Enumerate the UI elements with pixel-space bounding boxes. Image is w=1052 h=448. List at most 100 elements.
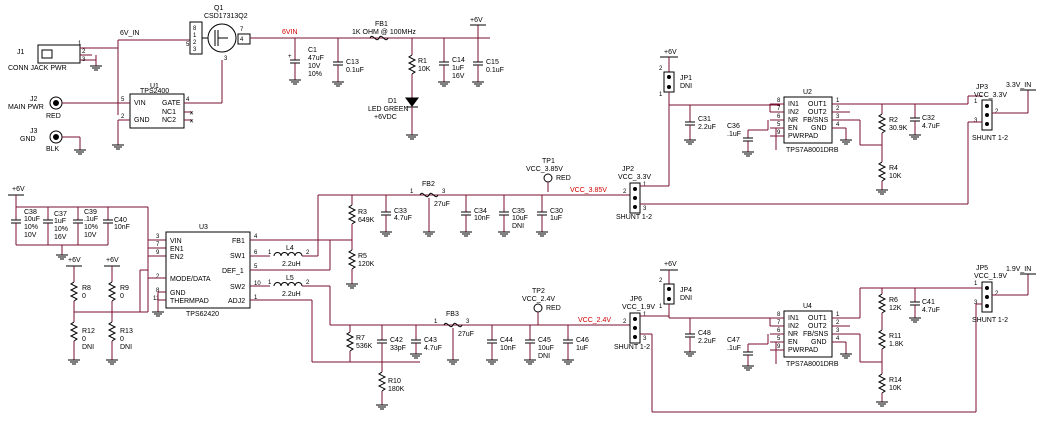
u3-sw2: SW2: [230, 284, 245, 291]
j1-ref: J1: [17, 49, 25, 56]
u3-sw1: SW1: [230, 253, 245, 260]
c15-capacitor: C15 0.1uF: [471, 38, 504, 87]
svg-text:✕: ✕: [189, 119, 194, 125]
c38-value: 10uF: [24, 216, 40, 223]
c35-ref: C35: [512, 208, 525, 215]
jp5-ref: JP5: [976, 265, 988, 272]
u1-pin-nc1: NC1: [162, 109, 176, 116]
l5-value: 2.2uH: [282, 291, 301, 298]
c43-capacitor: C43 4.7uF: [409, 325, 442, 359]
u3-adj2: ADJ2: [228, 298, 245, 305]
u1-pin-gate: GATE: [162, 100, 181, 107]
svg-text:8: 8: [156, 288, 160, 294]
c1-voltage: 10V: [308, 63, 321, 70]
svg-text:4: 4: [240, 37, 244, 43]
r10-ref: R10: [388, 378, 401, 385]
svg-text:2: 2: [659, 278, 663, 284]
u4-nr: NR: [788, 331, 798, 338]
jp1-ref: JP1: [680, 75, 692, 82]
svg-text:3: 3: [156, 234, 160, 240]
c30-ref: C30: [550, 208, 563, 215]
r4-value: 10K: [889, 173, 902, 180]
u1-pin-gnd: GND: [134, 117, 150, 124]
c34-capacitor: C34 10nF: [459, 195, 490, 237]
r7-r10-divider: R7 536K R10 180K: [346, 325, 405, 410]
svg-text:7: 7: [240, 27, 244, 33]
r1-d1-led: R1 10K D1 LED GREEN +6VDC: [368, 38, 431, 140]
svg-text:1: 1: [434, 319, 438, 325]
svg-text:1: 1: [410, 189, 414, 195]
r2-r4-divider: R2 30.9K R4 10K: [846, 104, 908, 195]
c39-voltage: 10V: [84, 232, 97, 239]
jp6-ref: JP6: [630, 296, 642, 303]
p6v-top: +6V: [470, 17, 486, 38]
c31-value: 2.2uF: [698, 124, 716, 131]
c32-value: 4.7uF: [922, 123, 940, 130]
u1-part: TPS2400: [140, 88, 169, 95]
j2-ref: J2: [30, 96, 38, 103]
l4-ref: L4: [286, 245, 294, 252]
svg-text:5: 5: [254, 264, 258, 270]
u1-ref: U1: [150, 83, 159, 90]
svg-text:2: 2: [121, 114, 125, 120]
c47-value: .1uF: [727, 345, 741, 352]
c14-voltage: 16V: [452, 73, 465, 80]
r9-r13: +6V R9 0 R13 0 DNI: [104, 257, 141, 365]
c48-capacitor: C48 2.2uF: [683, 318, 716, 357]
u2-en: EN: [788, 125, 798, 132]
r9-ref: R9: [120, 285, 129, 292]
c14-capacitor: C14 1uF 16V: [437, 38, 465, 87]
svg-text:9: 9: [777, 130, 781, 136]
svg-text:3: 3: [466, 319, 470, 325]
svg-text:2: 2: [995, 291, 999, 297]
c35-capacitor: C35 10uF DNI: [497, 195, 528, 237]
c13-value: 0.1uF: [346, 67, 364, 74]
u3-en1: EN1: [170, 246, 184, 253]
u1-pin-nc2: NC2: [162, 117, 176, 124]
c33-capacitor: C33 4.7uF: [379, 195, 412, 237]
r8-p6v: +6V: [68, 257, 81, 264]
svg-text:4: 4: [254, 234, 258, 240]
u3-gnd: GND: [170, 290, 186, 297]
u3-mode: MODE/DATA: [170, 276, 211, 283]
j2-main-pwr-terminal: J2 MAIN PWR RED: [8, 96, 118, 120]
u3-part: TPS62420: [186, 311, 219, 318]
c13-ref: C13: [346, 59, 359, 66]
jp5-value: SHUNT 1-2: [972, 317, 1008, 324]
u2-in1: IN1: [788, 101, 799, 108]
r13-dni: DNI: [120, 344, 132, 351]
svg-text:7: 7: [777, 320, 781, 326]
jp2-ref: JP2: [622, 166, 634, 173]
svg-text:9: 9: [156, 250, 160, 256]
j2-color: RED: [46, 113, 61, 120]
c38-voltage: 10V: [24, 232, 37, 239]
u2-ref: U2: [803, 89, 812, 96]
net-1v9-in: 1.9V_IN: [1006, 266, 1031, 273]
c15-value: 0.1uF: [486, 67, 504, 74]
u1-pin-vin: VIN: [134, 100, 146, 107]
u4-part: TPS7A8001DRB: [786, 361, 839, 368]
r9-p6v: +6V: [106, 257, 119, 264]
svg-text:1: 1: [836, 98, 840, 104]
r4-ref: R4: [889, 165, 898, 172]
svg-text:6: 6: [777, 114, 781, 120]
r6-r11-r14-divider: R6 12K R11 1.8K R14 10K: [846, 288, 904, 407]
u4-in2: IN2: [788, 323, 799, 330]
svg-text:2: 2: [623, 189, 627, 195]
r7-ref: R7: [356, 335, 365, 342]
c48-value: 2.2uF: [698, 338, 716, 345]
jp2-value: SHUNT 1-2: [616, 214, 652, 221]
r2-value: 30.9K: [889, 125, 908, 132]
u3-p6v: +6V: [12, 186, 25, 193]
svg-text:3: 3: [643, 336, 647, 342]
c47-ref: C47: [727, 337, 740, 344]
svg-text:1: 1: [659, 92, 663, 98]
net-6v-in: 6V_IN: [120, 30, 139, 37]
svg-text:9: 9: [777, 344, 781, 350]
jp5-net: VCC_1.9V: [974, 273, 1007, 280]
q1-ref: Q1: [214, 5, 223, 12]
r12-value: 0: [82, 336, 86, 343]
r14-ref: R14: [889, 377, 902, 384]
r11-ref: R11: [889, 333, 901, 340]
